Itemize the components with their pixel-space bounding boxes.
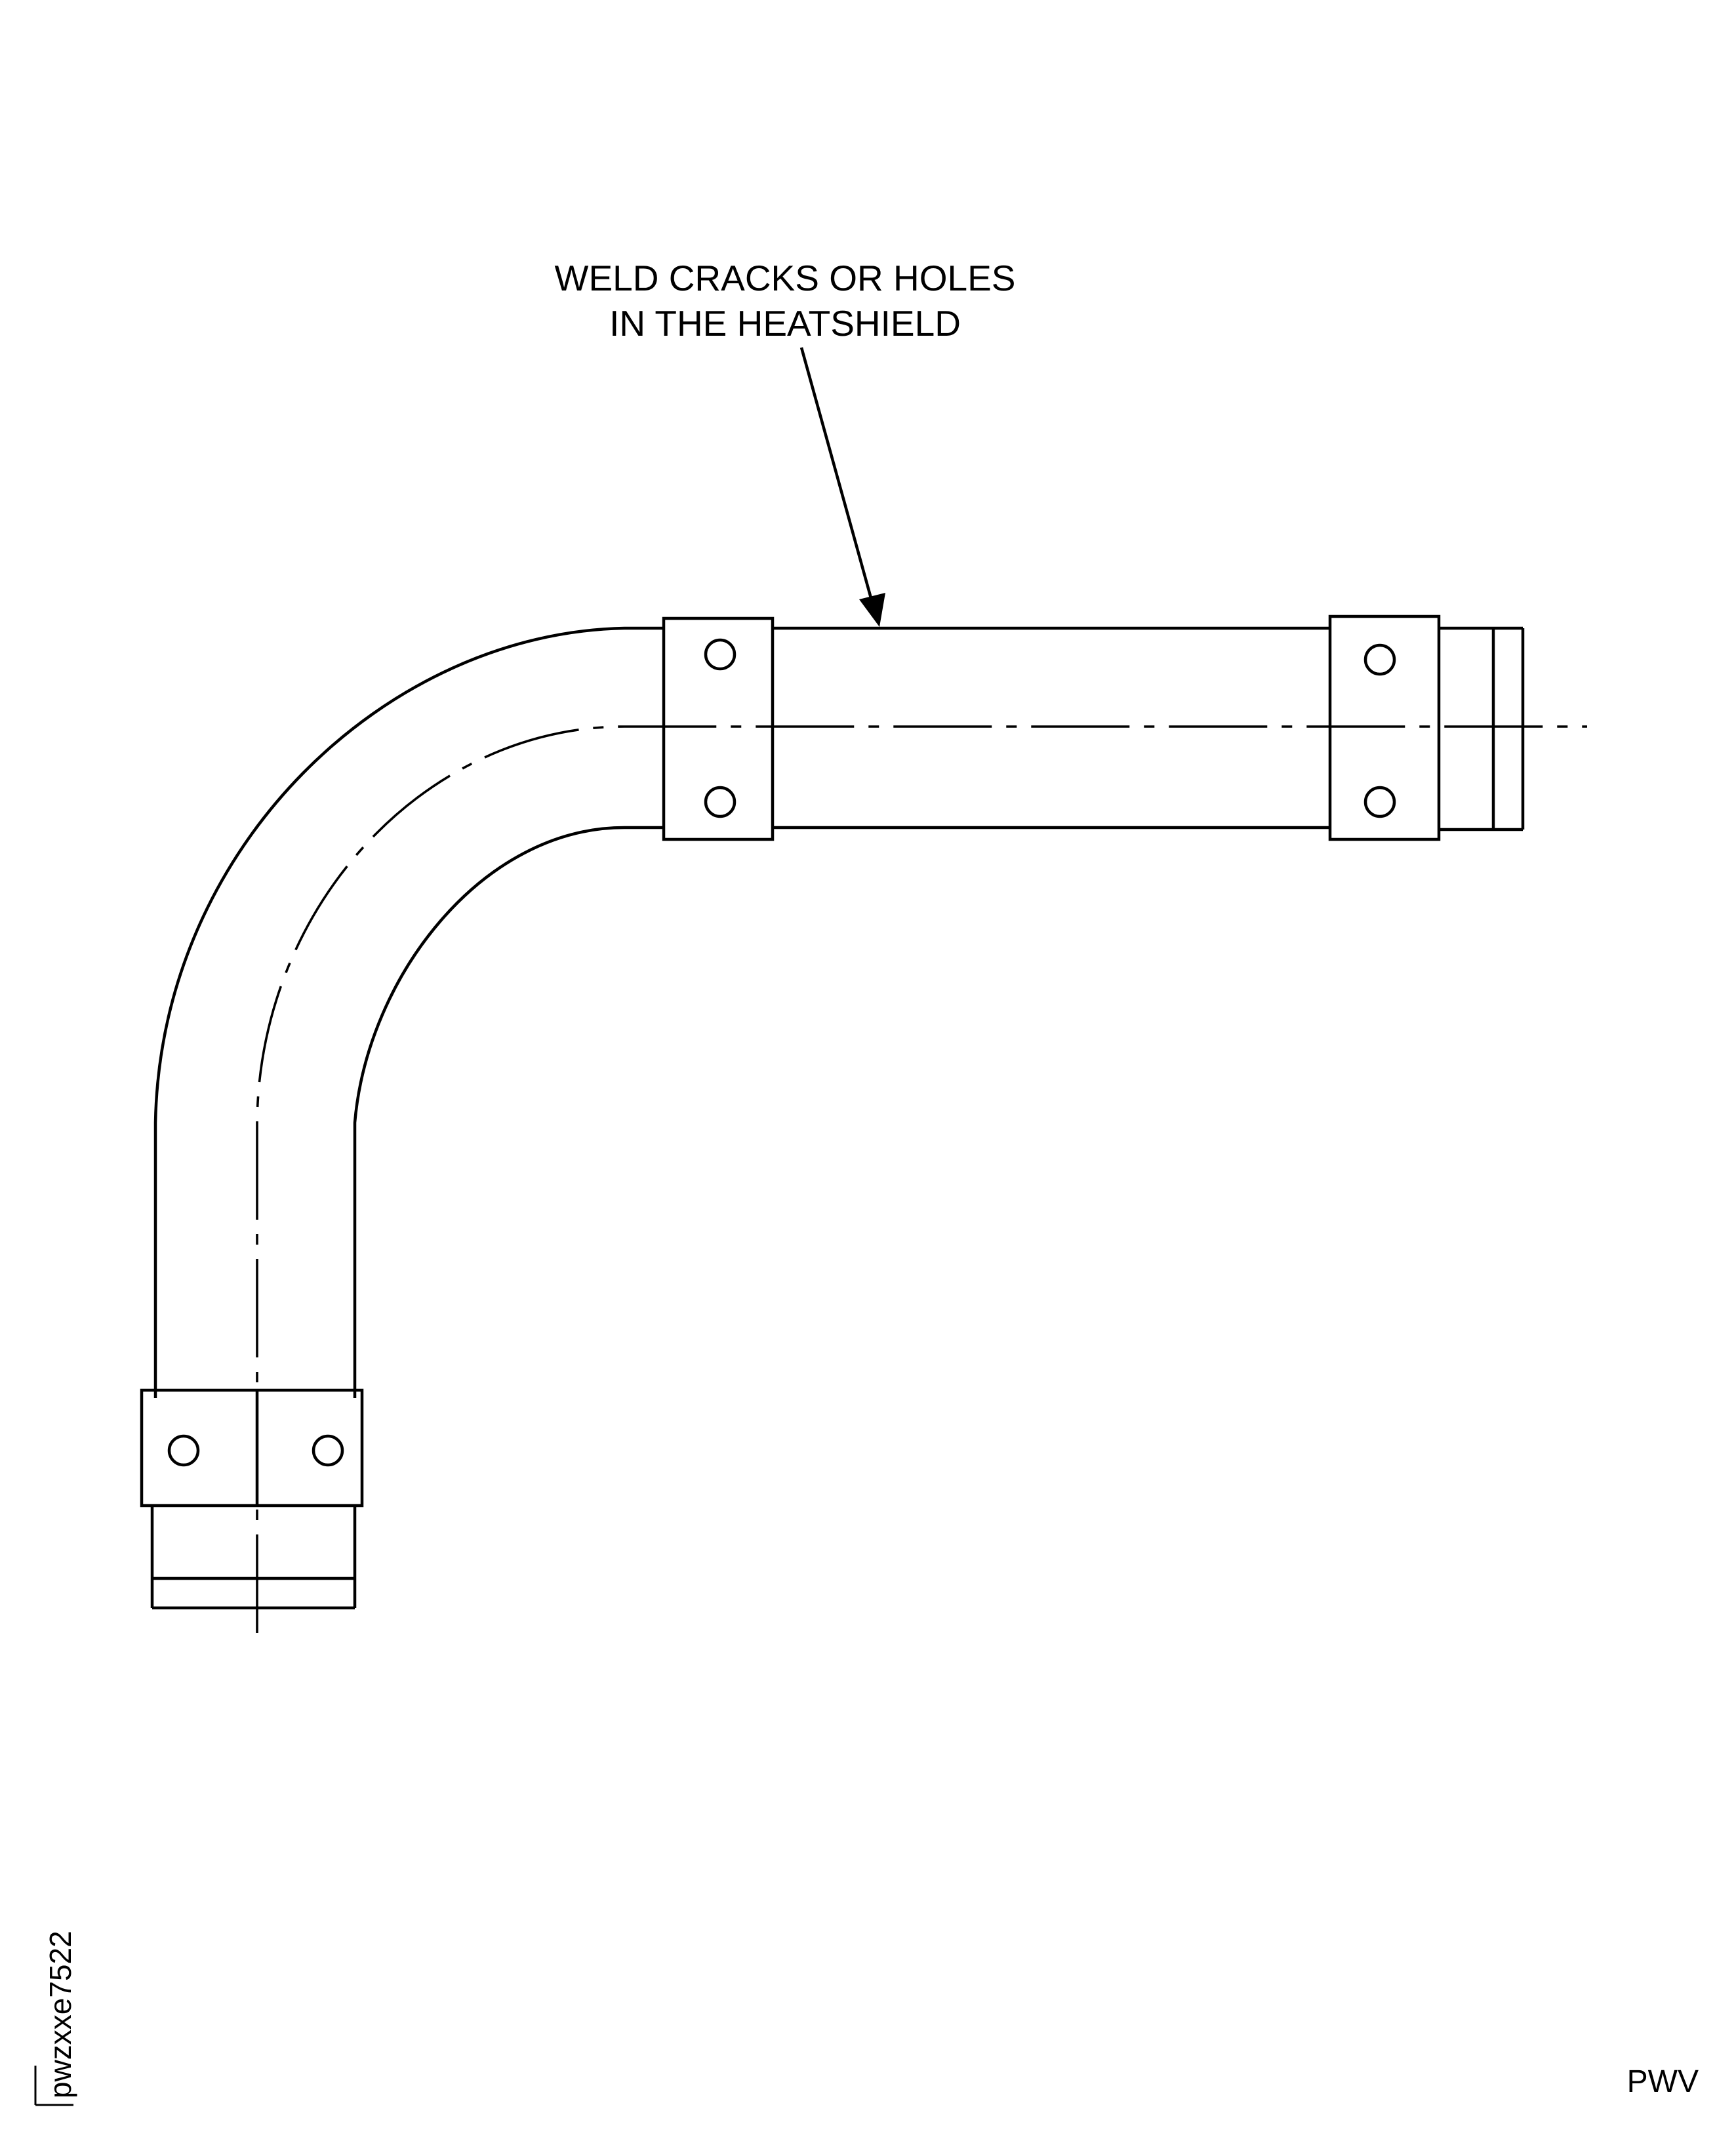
clamp-bolt-hole [1363, 643, 1396, 676]
clamp-bolt-hole [312, 1434, 344, 1467]
clamp-bolt-hole [704, 786, 737, 818]
callout-label-line1: WELD CRACKS OR HOLES [555, 258, 1016, 298]
callout-leader-arrow [799, 347, 885, 627]
clamp-bolt-hole [704, 638, 737, 671]
clamp-upper-right [1328, 614, 1441, 841]
clamp-bolt-hole [1363, 786, 1396, 818]
tube-centerline [256, 725, 1587, 1633]
figure-id: pwzxxe7522 [43, 1931, 77, 2098]
callout-label-line2: IN THE HEATSHIELD [609, 303, 961, 344]
clamp-upper-left [662, 616, 775, 841]
bottom-end-fitting [150, 1506, 357, 1610]
clamp-bolt-hole [167, 1434, 200, 1467]
corner-mark: PWV [1627, 2064, 1699, 2099]
right-end-fitting [1439, 626, 1525, 831]
tube-inner-wall [353, 826, 664, 1398]
clamp-bottom [140, 1388, 364, 1508]
tube-outer-wall [153, 626, 664, 1398]
